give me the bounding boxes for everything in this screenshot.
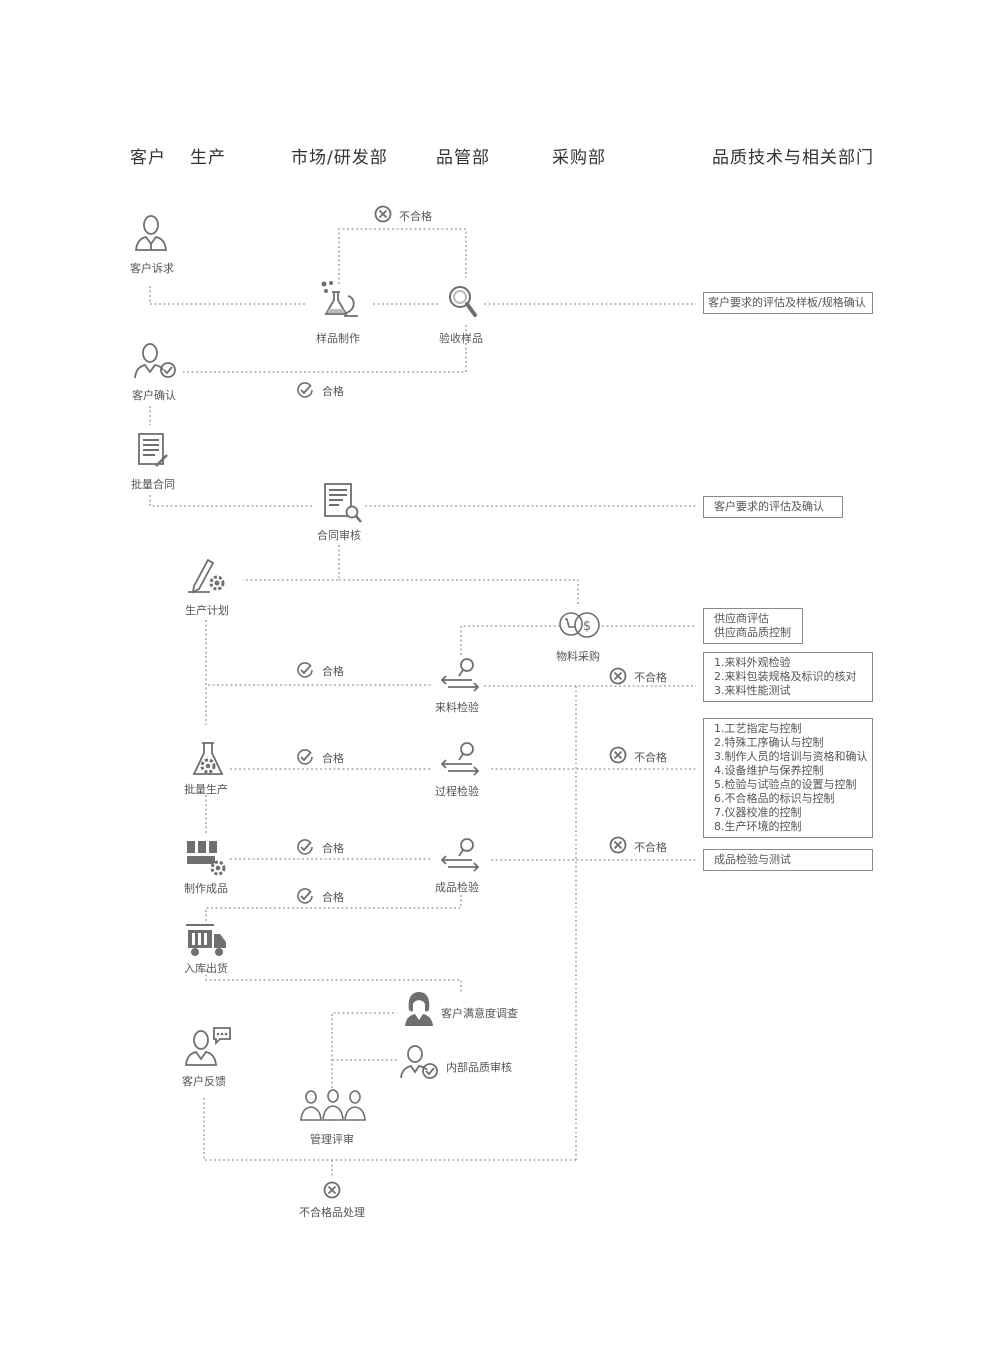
- box-process-control: 1.工艺指定与控制 2.特殊工序确认与控制 3.制作人员的培训与资格和确认 4.…: [703, 718, 873, 838]
- node-sample-acceptance: 验收样品: [439, 332, 483, 345]
- node-nonconforming-handling: 不合格品处理: [299, 1206, 365, 1219]
- pass-icon: [297, 749, 313, 765]
- pass-label: 合格: [322, 385, 344, 398]
- fail-icon: [609, 746, 627, 764]
- customer-confirm-icon: [134, 343, 176, 379]
- svg-text:$: $: [583, 619, 591, 634]
- node-contract-review: 合同审核: [317, 529, 361, 542]
- node-customer-feedback: 客户反馈: [182, 1075, 226, 1088]
- node-customer-request: 客户诉求: [130, 262, 174, 275]
- box-line: 3.来料性能测试: [714, 684, 791, 697]
- fail-icon: [609, 836, 627, 854]
- pass-icon: [297, 839, 313, 855]
- process-inspection-icon: [440, 742, 480, 776]
- box-line: 5.检验与试验点的设置与控制: [714, 778, 857, 791]
- box-line: 1.来料外观检验: [714, 656, 791, 669]
- box-incoming-inspection: 1.来料外观检验 2.来料包装规格及标识的核对 3.来料性能测试: [703, 652, 873, 702]
- customer-person-icon: [135, 215, 167, 251]
- pass-label: 合格: [322, 842, 344, 855]
- node-material-purchase: 物料采购: [556, 650, 600, 663]
- box-line: 2.来料包装规格及标识的核对: [714, 670, 857, 683]
- fail-icon: [609, 667, 627, 685]
- node-sample-making: 样品制作: [316, 332, 360, 345]
- box-line: 供应商评估: [714, 612, 769, 625]
- box-line: 4.设备维护与保养控制: [714, 764, 824, 777]
- node-satisfaction-survey: 客户满意度调查: [441, 1007, 518, 1020]
- box-line: 供应商品质控制: [714, 626, 791, 639]
- management-team-icon: [300, 1089, 366, 1121]
- final-inspection-icon: [440, 838, 480, 872]
- header-purchase: 采购部: [552, 148, 606, 168]
- box-line: 客户要求的评估及确认: [714, 500, 824, 513]
- node-process-inspection: 过程检验: [435, 785, 479, 798]
- pass-label: 合格: [322, 752, 344, 765]
- customer-feedback-icon: [185, 1027, 231, 1066]
- box-line: 1.工艺指定与控制: [714, 722, 802, 735]
- pass-label: 合格: [322, 891, 344, 904]
- node-internal-audit: 内部品质审核: [446, 1061, 512, 1074]
- box-line: 7.仪器校准的控制: [714, 806, 802, 819]
- node-bulk-contract: 批量合同: [131, 478, 175, 491]
- fail-label: 不合格: [634, 751, 667, 764]
- flask-icon: [321, 281, 358, 317]
- pass-icon: [297, 382, 313, 398]
- contract-document-icon: [138, 433, 168, 467]
- pass-label: 合格: [322, 665, 344, 678]
- node-warehouse-shipping: 入库出货: [184, 962, 228, 975]
- node-incoming-inspection: 来料检验: [435, 701, 479, 714]
- header-market-rd: 市场/研发部: [291, 148, 388, 168]
- header-customer: 客户: [130, 148, 166, 168]
- box-supplier-control: 供应商评估 供应商品质控制: [703, 608, 803, 644]
- header-quality-tech: 品质技术与相关部门: [712, 148, 874, 168]
- fail-label: 不合格: [634, 671, 667, 684]
- node-customer-confirm: 客户确认: [132, 389, 176, 402]
- header-qc: 品管部: [436, 148, 490, 168]
- fail-icon: [323, 1181, 341, 1199]
- box-contract-evaluation: 客户要求的评估及确认: [703, 496, 843, 518]
- node-bulk-production: 批量生产: [184, 783, 228, 796]
- box-sample-evaluation: 客户要求的评估及样板/规格确认: [703, 292, 873, 314]
- document-review-icon: [324, 483, 362, 523]
- box-line: 2.特殊工序确认与控制: [714, 736, 824, 749]
- node-final-inspection: 成品检验: [435, 881, 479, 894]
- pass-icon: [297, 662, 313, 678]
- box-final-testing: 成品检验与测试: [703, 849, 873, 871]
- fail-label: 不合格: [399, 210, 432, 223]
- box-line: 3.制作人员的培训与资格和确认: [714, 750, 868, 763]
- purchase-cart-coin-icon: $: [559, 612, 600, 638]
- pass-icon: [297, 888, 313, 904]
- internal-audit-icon: [400, 1045, 438, 1079]
- fail-label: 不合格: [634, 841, 667, 854]
- node-finished-goods: 制作成品: [184, 882, 228, 895]
- beaker-gear-icon: [192, 742, 224, 775]
- header-production: 生产: [190, 148, 226, 168]
- incoming-inspection-icon: [440, 658, 480, 692]
- pencil-gear-icon: [188, 558, 225, 594]
- magnifier-icon: [449, 286, 477, 317]
- truck-icon: [186, 924, 226, 956]
- box-line: 6.不合格品的标识与控制: [714, 792, 835, 805]
- node-management-review: 管理评审: [310, 1133, 354, 1146]
- fail-icon: [374, 205, 392, 223]
- factory-gear-icon: [187, 841, 226, 876]
- node-production-plan: 生产计划: [185, 604, 229, 617]
- box-line: 8.生产环境的控制: [714, 820, 802, 833]
- box-line: 成品检验与测试: [714, 853, 791, 866]
- box-line: 客户要求的评估及样板/规格确认: [708, 296, 866, 309]
- woman-survey-icon: [405, 992, 433, 1026]
